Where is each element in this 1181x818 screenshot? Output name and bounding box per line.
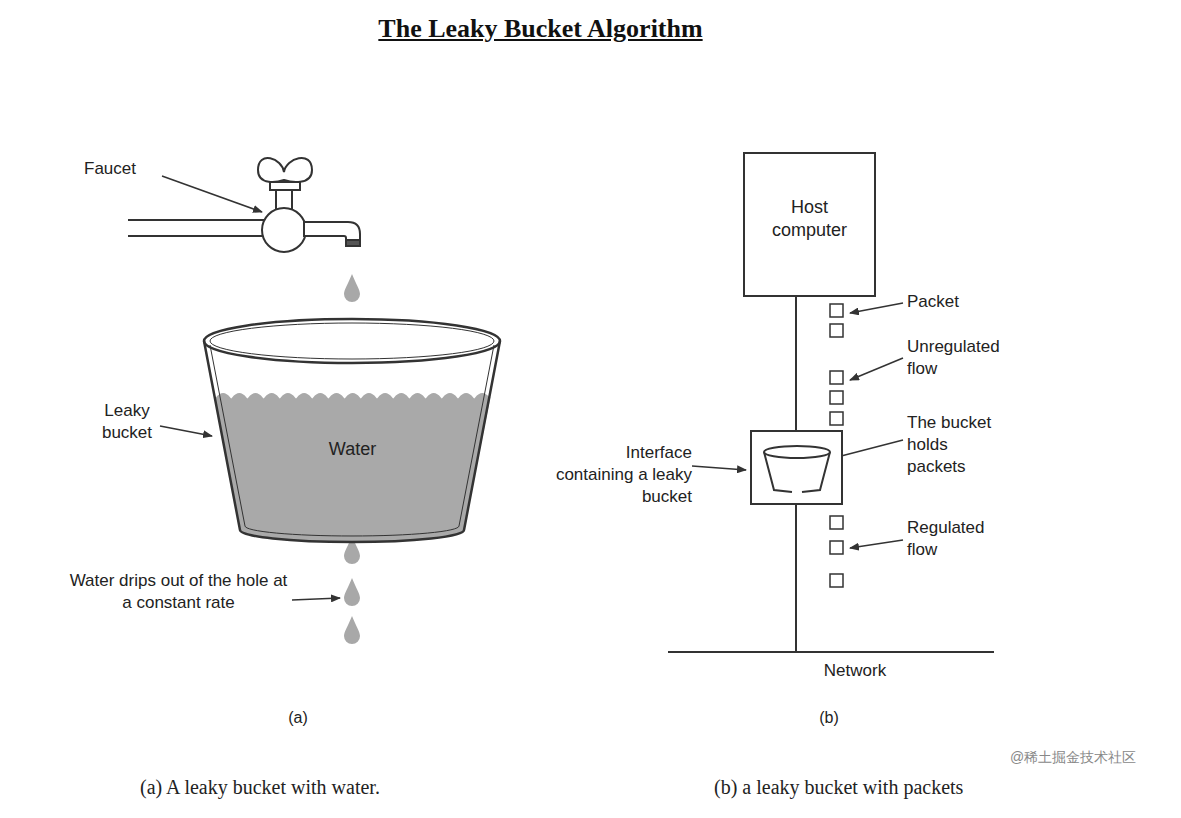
callout-label: Packet xyxy=(907,291,997,313)
small-bucket xyxy=(752,432,841,503)
callout-label: The bucket holds packets xyxy=(907,412,1007,478)
node-text: Host computer xyxy=(765,196,855,243)
callout-label: Unregulated flow xyxy=(907,336,1032,380)
bucket-shape xyxy=(200,315,505,557)
callout-label: Water drips out of the hole at a constan… xyxy=(66,570,291,614)
interface-box: Interface containing a leaky bucket xyxy=(750,430,843,505)
wire xyxy=(795,297,797,430)
node-text: Water xyxy=(200,439,505,460)
node-text: Interface containing a leaky bucket xyxy=(552,442,692,508)
callout-label: Leaky bucket xyxy=(92,400,162,444)
figure-label: (b) xyxy=(814,708,844,729)
host-box: Host computer xyxy=(743,152,876,297)
watermark: @稀土掘金技术社区 xyxy=(1010,748,1170,766)
callout-label: Faucet xyxy=(84,158,174,180)
callout-label: Regulated flow xyxy=(907,517,1007,561)
caption: (a) A leaky bucket with water. xyxy=(140,774,460,800)
leader-lines xyxy=(160,176,903,600)
faucet xyxy=(128,158,360,252)
caption: (b) a leaky bucket with packets xyxy=(714,774,1044,800)
leaky-bucket: Water xyxy=(200,315,505,557)
figure-label: (a) xyxy=(283,708,313,729)
network-label: Network xyxy=(815,660,895,682)
title: The Leaky Bucket Algorithm xyxy=(0,12,1131,46)
